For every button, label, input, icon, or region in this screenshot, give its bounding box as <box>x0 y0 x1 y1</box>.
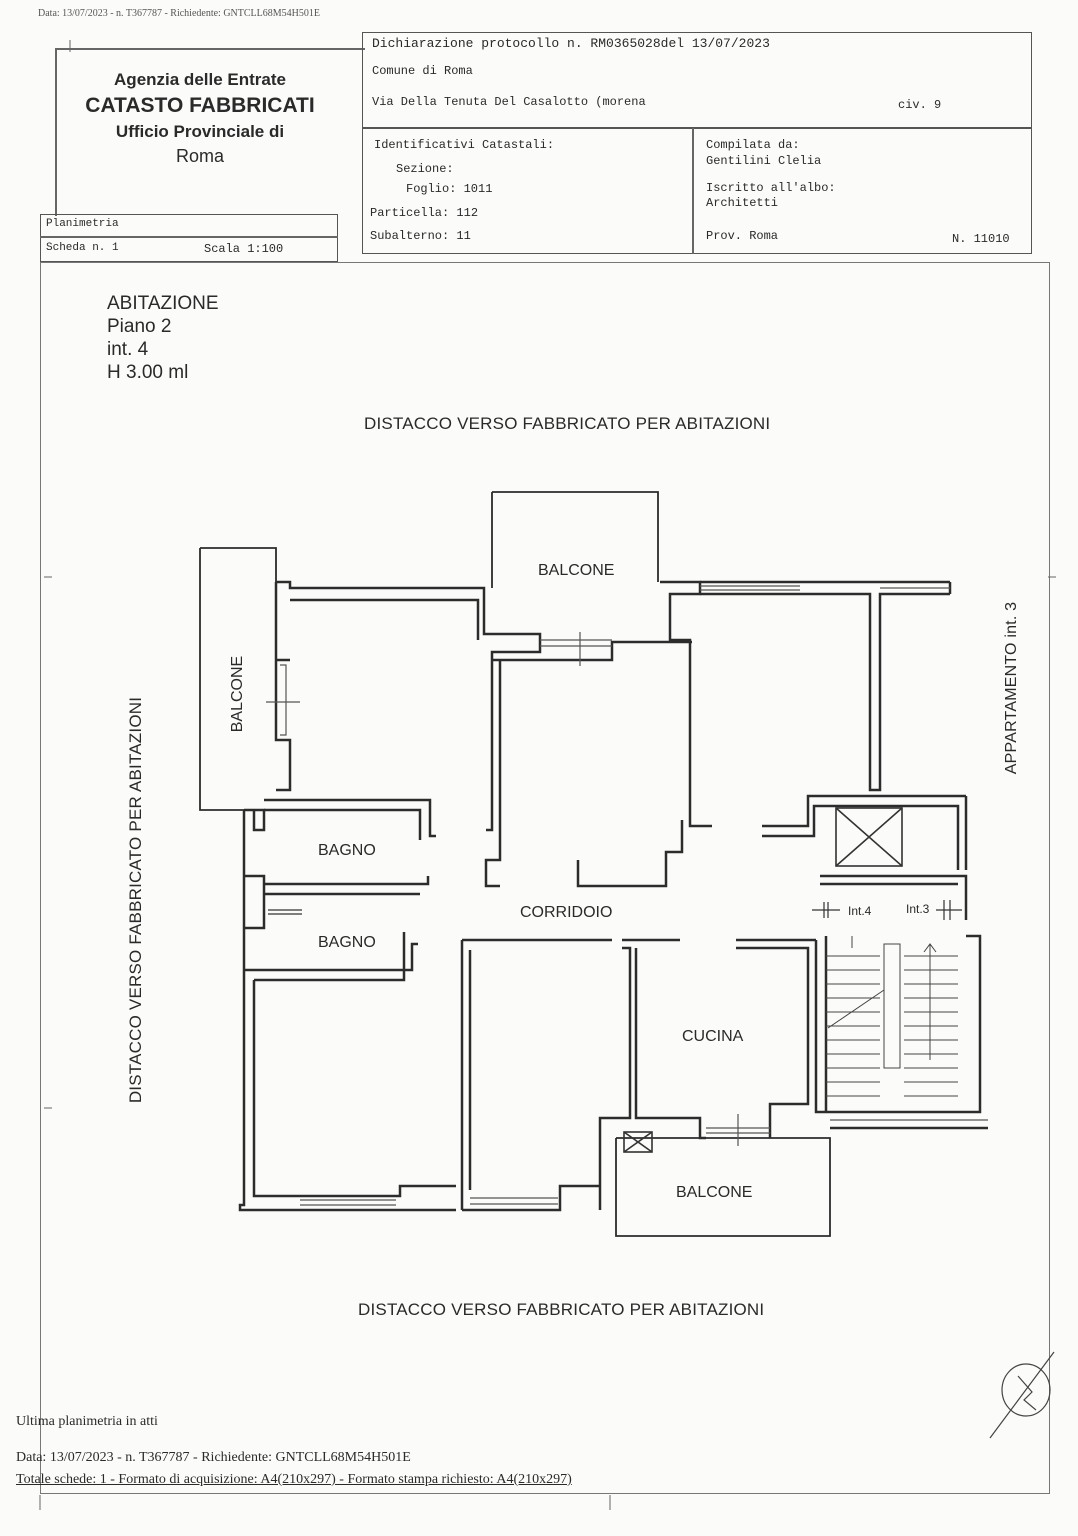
scheda-box <box>40 214 338 262</box>
particella-field: Particella: 112 <box>370 206 479 220</box>
lift-cross <box>835 807 903 867</box>
wall-left-outer <box>238 808 400 1212</box>
identifiers-divider <box>692 128 694 254</box>
wall-top-right-2 <box>700 580 950 792</box>
wall-balcony-top <box>491 491 659 588</box>
identifiers-box <box>362 128 1032 254</box>
civic-number: civ. 9 <box>898 98 942 112</box>
bottom-neighbor-label: DISTACCO VERSO FABBRICATO PER ABITAZIONI <box>358 1300 765 1319</box>
office-line: Ufficio Provinciale di <box>115 122 285 141</box>
top-neighbor-label: DISTACCO VERSO FABBRICATO PER ABITAZIONI <box>364 414 771 433</box>
declaration-box <box>362 32 1032 128</box>
window-left <box>266 664 300 736</box>
scheda-number: Scheda n. 1 <box>46 242 119 254</box>
window-bottom-center <box>470 1197 558 1205</box>
wall-center-upper <box>484 640 692 888</box>
comune-line: Comune di Roma <box>372 64 473 78</box>
foglio-field: Foglio: 1011 <box>406 182 493 196</box>
wall-bagno1 <box>264 798 436 840</box>
scheda-divider <box>40 236 338 238</box>
wall-corridor-right <box>762 794 966 870</box>
wall-room-center <box>460 938 612 1212</box>
albo-value: Architetti <box>706 196 779 210</box>
registration-number: N. 11010 <box>952 232 1010 246</box>
shaft-bottom <box>623 1131 653 1153</box>
wall-bagno-divider <box>244 874 430 930</box>
wall-room-left-bottom <box>252 980 456 1212</box>
wall-balcony-bottom <box>615 1137 831 1237</box>
wall-top-right <box>660 580 712 828</box>
room-bagno-1: BAGNO <box>318 842 376 859</box>
room-bagno-2: BAGNO <box>318 934 376 951</box>
catasto-title: CATASTO FABBRICATI <box>85 94 315 117</box>
wall-stair <box>820 874 988 1130</box>
province: Prov. Roma <box>706 229 779 243</box>
window-top <box>540 632 612 666</box>
wall-outer-inner <box>290 598 480 640</box>
frame-top-left <box>55 48 365 50</box>
shaft-bottom-cross <box>623 1131 653 1153</box>
room-balcone-left: BALCONE <box>229 655 246 733</box>
lift-shaft <box>835 807 903 867</box>
compiled-by-name: Gentilini Clelia <box>706 154 822 168</box>
unit-height: H 3.00 ml <box>107 362 189 383</box>
agency-name: Agenzia delle Entrate <box>114 70 286 89</box>
albo-label: Iscritto all'albo: <box>706 181 836 195</box>
office-city: Roma <box>175 146 224 166</box>
protocol-line: Dichiarazione protocollo n. RM0365028del… <box>372 36 770 51</box>
compiled-by-label: Compilata da: <box>706 138 800 152</box>
room-corridoio: CORRIDOIO <box>520 904 613 921</box>
entrance-marker-int4 <box>812 902 840 918</box>
footer-format: Totale schede: 1 - Formato di acquisizio… <box>16 1472 572 1487</box>
agency-block: Agenzia delle Entrate CATASTO FABBRICATI… <box>70 70 330 167</box>
wall-balcony-left <box>199 547 277 811</box>
wall-outer <box>276 580 542 832</box>
unit-type: ABITAZIONE <box>107 293 219 314</box>
wall-cucina-right <box>736 938 830 1138</box>
wall-left-stack <box>274 582 292 792</box>
entrance-int4-label: Int.4 <box>848 904 872 918</box>
entrance-marker-int3 <box>936 900 962 920</box>
bagno-fixture <box>268 909 302 915</box>
room-balcone-top: BALCONE <box>538 562 615 579</box>
drawing-frame <box>40 262 1050 1494</box>
subalterno-field: Subalterno: 11 <box>370 229 471 243</box>
unit-floor: Piano 2 <box>107 316 172 337</box>
top-stamp: Data: 13/07/2023 - n. T367787 - Richiede… <box>38 8 320 19</box>
sezione-field: Sezione: <box>396 162 454 176</box>
entrance-int3-label: Int.3 <box>906 902 930 916</box>
wall-bagno2 <box>244 932 418 982</box>
north-arrow-icon <box>989 1351 1055 1439</box>
unit-info: ABITAZIONE Piano 2 int. 4 H 3.00 ml <box>107 292 219 384</box>
window-cucina <box>706 1114 770 1146</box>
window-top-right <box>700 585 800 591</box>
footer-last-plan: Ultima planimetria in atti <box>16 1414 158 1429</box>
unit-interior: int. 4 <box>107 339 149 360</box>
room-balcone-bottom: BALCONE <box>676 1184 753 1201</box>
frame-left-upper <box>55 48 57 216</box>
identifiers-title: Identificativi Catastali: <box>374 138 555 152</box>
footer-request: Data: 13/07/2023 - n. T367787 - Richiede… <box>16 1450 411 1465</box>
stair-treads <box>826 936 958 1097</box>
address-line: Via Della Tenuta Del Casalotto (morena <box>372 95 646 109</box>
room-cucina: CUCINA <box>682 1028 744 1045</box>
window-bottom-left <box>300 1199 396 1206</box>
scheda-scale: Scala 1:100 <box>204 242 284 256</box>
scheda-title: Planimetria <box>46 218 119 230</box>
